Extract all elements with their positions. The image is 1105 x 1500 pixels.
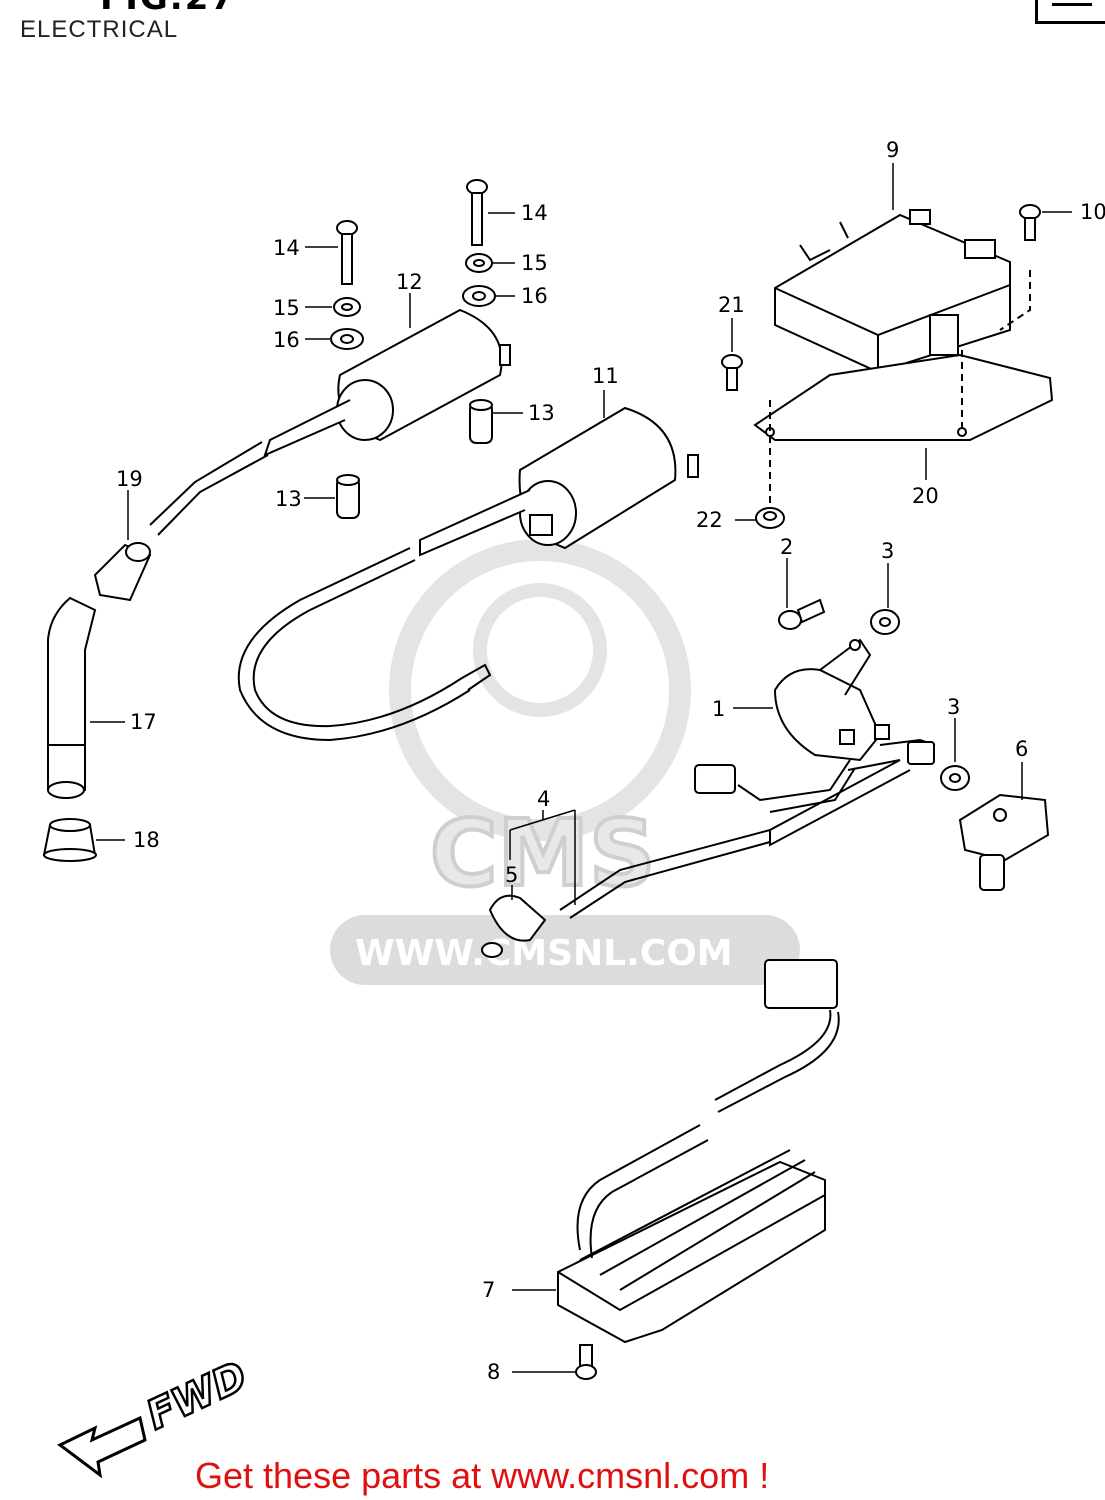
- cover-6-icon: [958, 793, 1050, 891]
- section-title: ELECTRICAL: [20, 16, 179, 43]
- washer-16a-icon: [330, 328, 364, 350]
- leader-lines: [90, 163, 1072, 1373]
- label-11: 11: [592, 364, 619, 388]
- label-20: 20: [912, 484, 939, 508]
- label-6: 6: [1015, 737, 1028, 761]
- washer-15a-icon: [333, 297, 361, 317]
- label-13b: 13: [275, 487, 302, 511]
- label-9: 9: [886, 138, 899, 162]
- label-15a: 15: [273, 296, 300, 320]
- screw-10-icon: [1019, 204, 1041, 241]
- figure-title: FIG.27: [100, 0, 236, 18]
- label-10: 10: [1080, 200, 1105, 224]
- label-8: 8: [487, 1360, 500, 1384]
- spacer-13a-icon: [469, 399, 493, 444]
- ignition-coil-11-icon: [419, 406, 699, 557]
- nut-3b-icon: [940, 765, 970, 791]
- corner-icon: [1035, 0, 1105, 24]
- label-12: 12: [396, 270, 423, 294]
- washer-16b-icon: [462, 285, 496, 307]
- plug-cap-19-icon: [93, 542, 152, 602]
- starter-relay-1-icon: [694, 638, 936, 847]
- label-3a: 3: [881, 539, 894, 563]
- watermark-url: WWW.CMSNL.COM: [355, 933, 733, 974]
- label-1: 1: [712, 697, 725, 721]
- label-14b: 14: [521, 201, 548, 225]
- label-16b: 16: [521, 284, 548, 308]
- callout-labels: 1 2 3 3 4 5 6 7 8 9 10 11 12 13 13 14 14…: [116, 138, 1105, 1384]
- label-7: 7: [482, 1278, 495, 1302]
- label-15b: 15: [521, 251, 548, 275]
- battery-lead-icon: [481, 829, 771, 958]
- bolt-2-icon: [778, 598, 826, 630]
- label-19: 19: [116, 467, 143, 491]
- fwd-label: FWD: [140, 1353, 254, 1439]
- label-16a: 16: [273, 328, 300, 352]
- nut-22-icon: [755, 507, 785, 529]
- label-22: 22: [696, 508, 723, 532]
- label-13a: 13: [528, 401, 555, 425]
- bolt-14a-icon: [336, 220, 358, 285]
- spacer-13b-icon: [336, 474, 360, 519]
- regulator-rectifier-7-icon: [557, 959, 840, 1344]
- screw-21-icon: [721, 354, 743, 391]
- cdi-unit-icon: [753, 209, 1054, 520]
- label-14a: 14: [273, 236, 300, 260]
- label-18: 18: [133, 828, 160, 852]
- washer-15b-icon: [465, 253, 493, 273]
- label-17: 17: [130, 710, 157, 734]
- nut-3a-icon: [870, 609, 900, 635]
- label-4: 4: [537, 787, 550, 811]
- ht-lead-icon: [149, 441, 492, 742]
- plug-boot-17-icon: [47, 596, 97, 799]
- cover-18-icon: [42, 818, 97, 862]
- label-21: 21: [718, 293, 745, 317]
- label-3b: 3: [947, 695, 960, 719]
- label-5: 5: [505, 863, 518, 887]
- bolt-14b-icon: [466, 179, 488, 246]
- footer-link[interactable]: Get these parts at www.cmsnl.com !: [195, 1455, 770, 1496]
- screw-8-icon: [575, 1344, 597, 1380]
- label-2: 2: [780, 535, 793, 559]
- ignition-coil-12-icon: [263, 308, 511, 457]
